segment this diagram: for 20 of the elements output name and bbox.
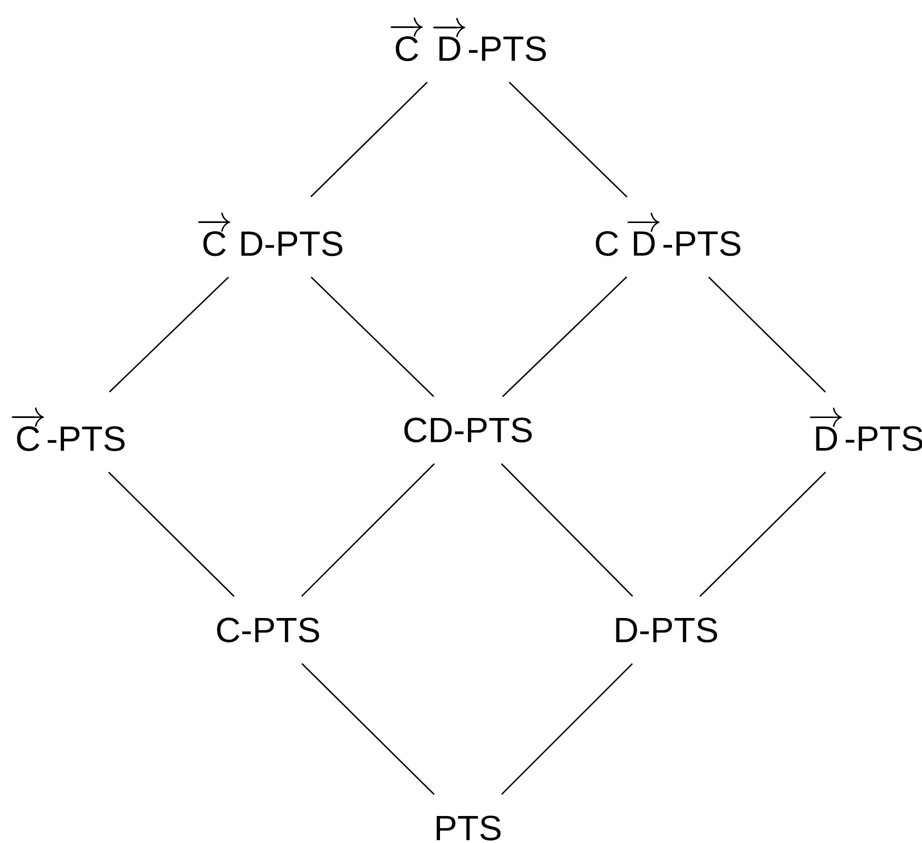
lattice-label: $\mathrm{C}\,\overrightarrow{\mathrm{D}}\text{-PTS}$ <box>596 212 740 256</box>
connector-line <box>502 276 628 398</box>
connector-line <box>500 463 634 597</box>
lattice-label: $\overrightarrow{\mathrm{C}}\text{-PTS}$ <box>12 408 125 452</box>
lattice-label: C-PTS <box>217 618 320 642</box>
lattice-label: $\overrightarrow{\mathrm{C}}\,\mathrm{D}\text{-PTS}$ <box>198 212 342 256</box>
lattice-label: PTS <box>436 816 501 840</box>
lattice-label: D-PTS <box>616 618 718 642</box>
connector-line <box>708 276 826 392</box>
connector-line <box>699 472 826 597</box>
connector-line <box>109 276 229 392</box>
lattice-label: CD-PTS <box>404 418 532 442</box>
connector-line <box>501 663 633 795</box>
connector-line <box>108 472 235 597</box>
connector-line <box>301 663 435 795</box>
connector-line <box>508 82 628 198</box>
connector-line <box>310 82 428 198</box>
lattice-label: $\overrightarrow{\mathrm{C}}\,\overrightarrow{\mathrm{D}}\text{-PTS}$ <box>390 18 546 62</box>
connector-line <box>301 463 435 597</box>
connector-line <box>310 276 434 398</box>
